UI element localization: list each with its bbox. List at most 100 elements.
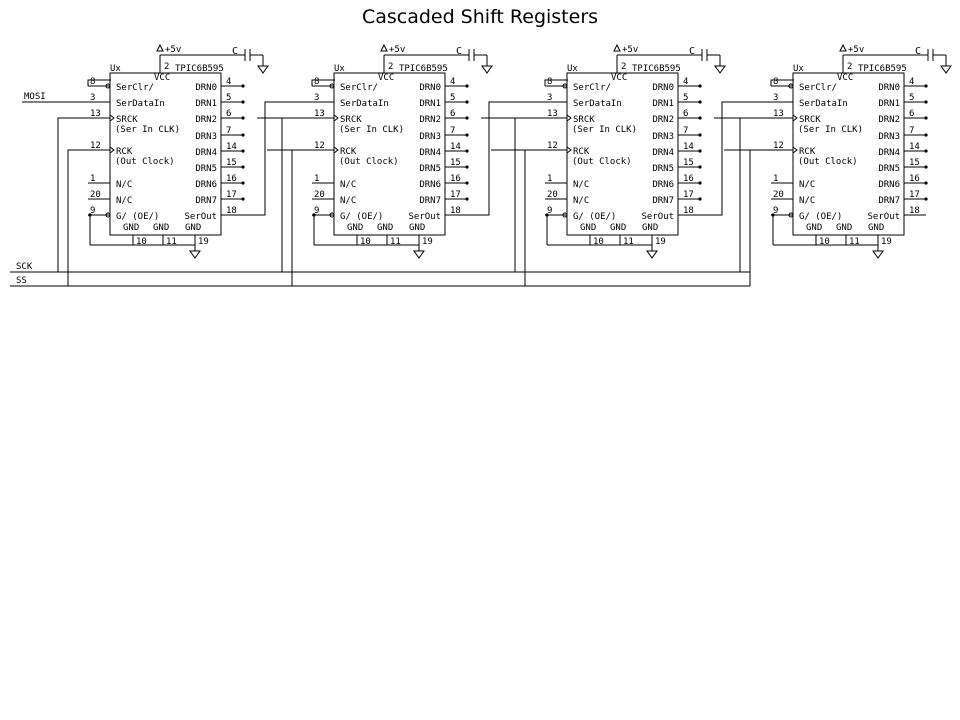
pin-name: G/ (OE/) <box>116 212 159 222</box>
vcc-label: VCC <box>837 73 853 83</box>
invert-bubble <box>788 212 794 218</box>
pin-name: G/ (OE/) <box>799 212 842 222</box>
supply-arrow <box>156 43 164 52</box>
serclr-tie <box>770 79 794 86</box>
supply-arrow <box>839 43 847 52</box>
pin-name: RCK <box>573 147 590 157</box>
pin-number: 16 <box>909 174 920 184</box>
pin-number: 6 <box>909 109 914 119</box>
ground-symbol <box>646 250 658 259</box>
pin-number: 2 <box>164 62 169 72</box>
pin-number: 15 <box>683 158 694 168</box>
chip-ref: Ux <box>110 64 121 74</box>
cap-label: C <box>456 46 462 57</box>
connection-dot <box>771 213 775 217</box>
pin-number: 2 <box>847 62 852 72</box>
pin-name: DRN2 <box>878 115 900 125</box>
pin-number: 10 <box>819 237 830 247</box>
serclr-tie <box>311 79 335 86</box>
vcc-label: VCC <box>378 73 394 83</box>
connection-dot <box>924 100 928 104</box>
ground-symbol <box>189 250 201 259</box>
chip-body <box>333 72 446 236</box>
invert-bubble <box>105 83 111 89</box>
pin-number: 18 <box>909 206 920 216</box>
invert-bubble <box>329 83 335 89</box>
supply-label: +5v <box>389 45 405 55</box>
pin-name: DRN6 <box>419 180 441 190</box>
gnd-label: GND <box>185 223 201 233</box>
diagram-title: Cascaded Shift Registers <box>361 6 599 28</box>
gnd-label: GND <box>868 223 884 233</box>
pin-number: 16 <box>450 174 461 184</box>
net-label-sck: SCK <box>16 262 33 272</box>
pin-name: N/C <box>573 196 589 206</box>
chip-part: TPIC6B595 <box>399 64 448 74</box>
pin-subtitle: (Ser In CLK) <box>798 125 863 135</box>
pin-name: DRN2 <box>419 115 441 125</box>
net-label-ss: SS <box>16 276 27 286</box>
pin-name: DRN5 <box>652 164 674 174</box>
ground-symbol <box>413 250 425 259</box>
pin-number: 19 <box>881 237 892 247</box>
pin-name: G/ (OE/) <box>573 212 616 222</box>
connection-dot <box>241 197 245 201</box>
pin-name: DRN6 <box>878 180 900 190</box>
gnd-label: GND <box>347 223 363 233</box>
connection-dot <box>241 181 245 185</box>
clock-marker <box>566 146 572 154</box>
connection-dot <box>465 100 469 104</box>
pin-name: DRN0 <box>195 83 217 93</box>
pin-number: 1 <box>547 174 552 184</box>
serclr-tie <box>87 79 111 86</box>
pin-name: SerDataIn <box>340 99 389 109</box>
pin-number: 12 <box>314 141 325 151</box>
pin-name: SerDataIn <box>573 99 622 109</box>
connection-dot <box>465 133 469 137</box>
pin-name: DRN4 <box>878 148 900 158</box>
serclr-tie <box>544 79 568 86</box>
cap-label: C <box>915 46 921 57</box>
pin-number: 7 <box>450 126 455 136</box>
pin-name: SRCK <box>799 115 821 125</box>
connection-dot <box>698 149 702 153</box>
clock-marker <box>109 114 115 122</box>
pin-name: SerOut <box>408 212 441 222</box>
pin-name: SerDataIn <box>799 99 848 109</box>
pin-number: 14 <box>683 142 694 152</box>
connection-dot <box>465 181 469 185</box>
pin-number: 1 <box>773 174 778 184</box>
pin-number: 19 <box>655 237 666 247</box>
pin-number: 13 <box>90 109 101 119</box>
pin-name: RCK <box>340 147 357 157</box>
pin-number: 3 <box>314 93 319 103</box>
pin-name: DRN2 <box>652 115 674 125</box>
pin-name: DRN6 <box>195 180 217 190</box>
pin-name: N/C <box>573 180 589 190</box>
pin-number: 5 <box>683 93 688 103</box>
pin-number: 3 <box>773 93 778 103</box>
pin-name: DRN6 <box>652 180 674 190</box>
connection-dot <box>241 165 245 169</box>
rck-drop <box>67 149 88 286</box>
clock-marker <box>566 114 572 122</box>
pin-number: 5 <box>450 93 455 103</box>
pin-number: 20 <box>90 190 101 200</box>
pin-number: 4 <box>226 77 231 87</box>
pin-name: DRN4 <box>419 148 441 158</box>
rck-drop <box>524 149 545 286</box>
invert-bubble <box>788 83 794 89</box>
ground-symbol <box>257 65 269 74</box>
connection-dot <box>465 149 469 153</box>
pin-name: N/C <box>116 196 132 206</box>
connection-dot <box>924 84 928 88</box>
ground-symbol <box>714 65 726 74</box>
pin-name: SerClr/ <box>116 83 154 93</box>
pin-number: 3 <box>90 93 95 103</box>
connection-dot <box>465 197 469 201</box>
pin-name: SRCK <box>573 115 595 125</box>
connection-dot <box>241 100 245 104</box>
srck-drop <box>281 117 312 272</box>
pin-number: 18 <box>450 206 461 216</box>
